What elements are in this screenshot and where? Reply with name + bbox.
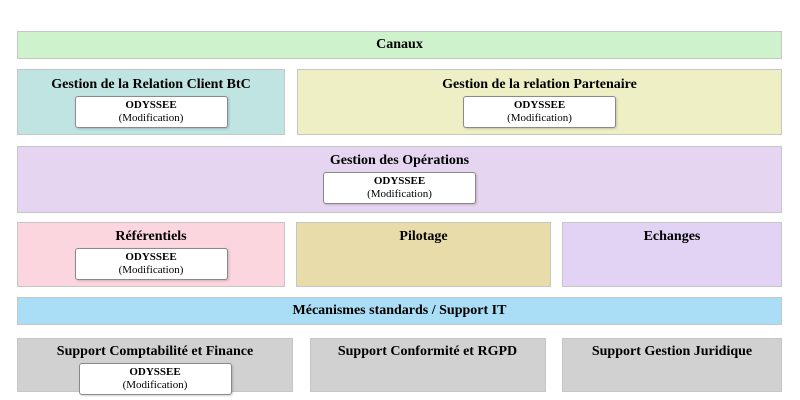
block-title-echanges: Echanges [643, 229, 701, 244]
app-status: (Modification) [118, 264, 184, 276]
row-relations: Gestion de la Relation Client BtC ODYSSE… [17, 69, 782, 135]
row-canaux: Canaux [17, 31, 782, 59]
block-support-gestion-juridique: Support Gestion Juridique [562, 338, 782, 392]
block-title-support-conformite-rgpd: Support Conformité et RGPD [337, 344, 518, 359]
block-canaux: Canaux [17, 31, 782, 59]
app-status: (Modification) [122, 379, 188, 391]
odyssee-app-box: ODYSSEE (Modification) [323, 172, 476, 204]
odyssee-app-box: ODYSSEE (Modification) [78, 363, 232, 395]
app-name: ODYSSEE [373, 175, 426, 187]
block-title-pilotage: Pilotage [399, 229, 448, 244]
block-title-mecanismes-standards-support-it: Mécanismes standards / Support IT [292, 303, 507, 318]
row-referentiels-pilotage-echanges: Référentiels ODYSSEE (Modification) Pilo… [17, 222, 782, 287]
block-title-gestion-relation-partenaire: Gestion de la relation Partenaire [442, 77, 637, 92]
app-name: ODYSSEE [513, 99, 566, 111]
block-title-referentiels: Référentiels [115, 229, 187, 244]
block-gestion-relation-partenaire: Gestion de la relation Partenaire ODYSSE… [297, 69, 782, 135]
capability-map-diagram: Canaux Gestion de la Relation Client BtC… [17, 31, 782, 395]
app-status: (Modification) [507, 112, 572, 124]
block-title-gestion-relation-client-btc: Gestion de la Relation Client BtC [51, 77, 251, 92]
odyssee-app-box: ODYSSEE (Modification) [74, 248, 228, 280]
app-status: (Modification) [118, 112, 184, 124]
block-title-support-comptabilite-finance: Support Comptabilité et Finance [56, 344, 254, 359]
app-status: (Modification) [367, 188, 432, 200]
odyssee-app-box: ODYSSEE (Modification) [74, 96, 228, 128]
block-gestion-relation-client-btc: Gestion de la Relation Client BtC ODYSSE… [17, 69, 285, 135]
app-name: ODYSSEE [129, 366, 181, 378]
block-gestion-des-operations: Gestion des Opérations ODYSSEE (Modifica… [17, 146, 782, 213]
block-mecanismes-standards-support-it: Mécanismes standards / Support IT [17, 297, 782, 325]
block-pilotage: Pilotage [296, 222, 551, 287]
block-title-canaux: Canaux [376, 37, 423, 52]
app-name: ODYSSEE [125, 99, 177, 111]
block-echanges: Echanges [562, 222, 782, 287]
block-support-comptabilite-finance: Support Comptabilité et Finance ODYSSEE … [17, 338, 293, 395]
block-title-gestion-des-operations: Gestion des Opérations [329, 153, 470, 168]
block-title-support-gestion-juridique: Support Gestion Juridique [591, 344, 753, 359]
row-support-it: Mécanismes standards / Support IT [17, 297, 782, 325]
row-operations: Gestion des Opérations ODYSSEE (Modifica… [17, 146, 782, 213]
block-support-conformite-rgpd: Support Conformité et RGPD [309, 338, 546, 392]
odyssee-app-box: ODYSSEE (Modification) [463, 96, 616, 128]
row-supports: Support Comptabilité et Finance ODYSSEE … [17, 338, 782, 395]
block-referentiels: Référentiels ODYSSEE (Modification) [17, 222, 285, 287]
app-name: ODYSSEE [125, 251, 177, 263]
